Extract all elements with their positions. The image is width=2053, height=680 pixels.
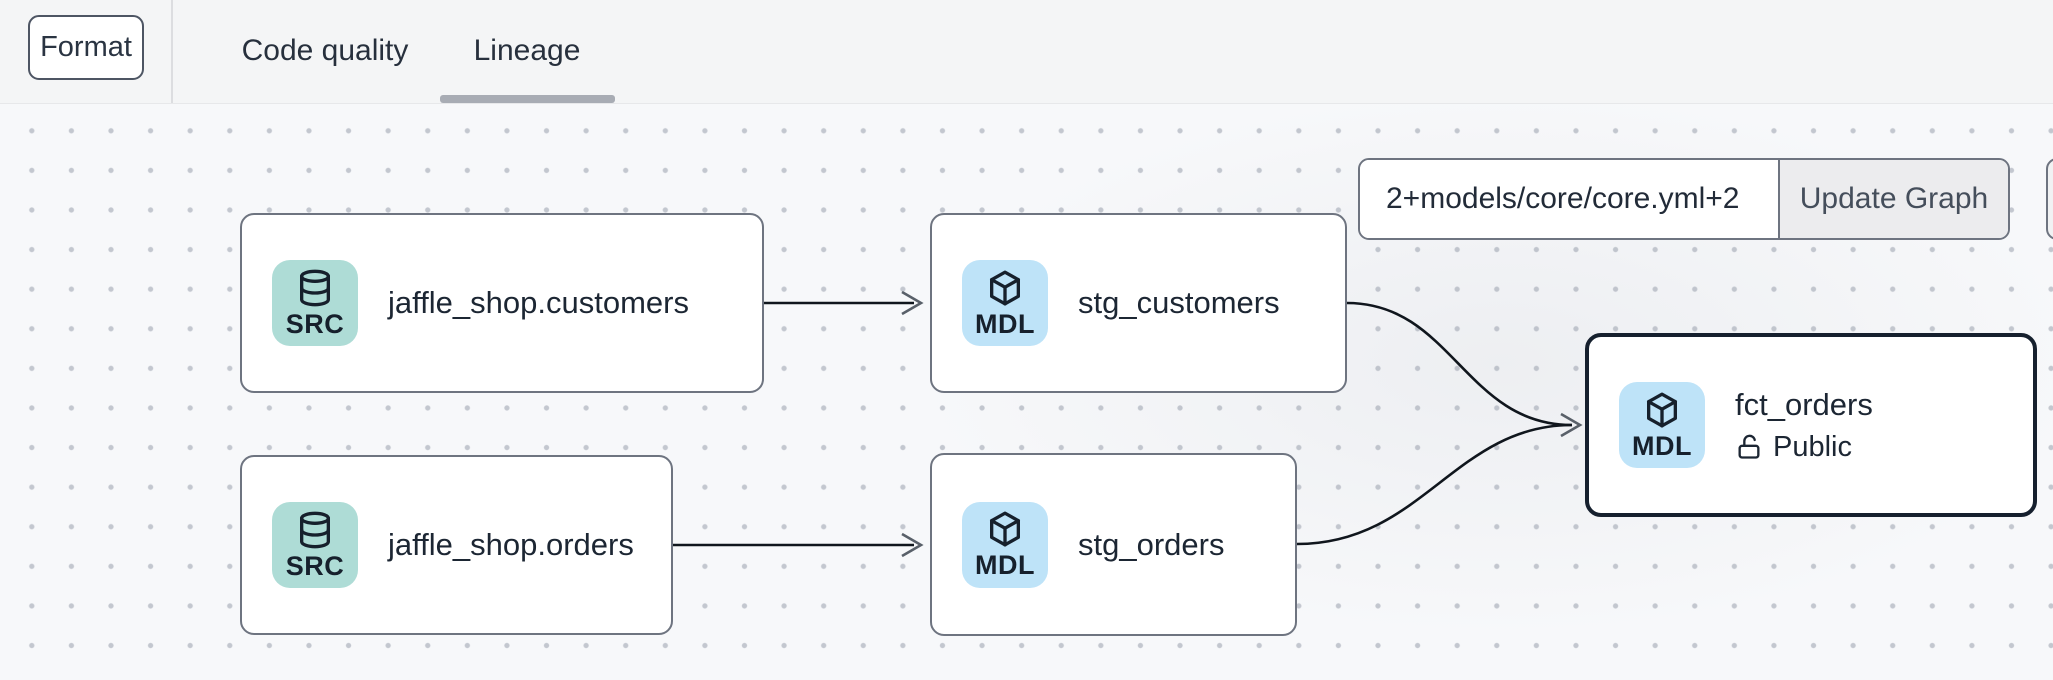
node-selector-input[interactable] [1360, 160, 1778, 238]
badge-label: MDL [1632, 430, 1692, 461]
badge-label: MDL [975, 308, 1035, 339]
badge-label: SRC [285, 550, 345, 581]
node-stg-customers[interactable]: MDL stg_customers [930, 213, 1347, 393]
database-icon [300, 269, 330, 307]
unlock-icon [1738, 434, 1760, 459]
access-label: Public [1773, 430, 1852, 463]
cube-icon [990, 511, 1020, 547]
clipped-right-button[interactable] [2046, 158, 2053, 240]
arrowhead-icon [901, 290, 924, 316]
edge-stg-customers-to-fct-orders [1346, 301, 1573, 427]
node-title: jaffle_shop.orders [388, 527, 634, 562]
cube-icon [1647, 392, 1677, 428]
format-button[interactable]: Format [28, 15, 144, 80]
active-tab-underline [440, 95, 615, 103]
lineage-edges [673, 290, 1583, 558]
model-badge: MDL [1619, 382, 1705, 468]
badge-label: SRC [285, 308, 345, 339]
lineage-controls: Update Graph [1358, 158, 2010, 240]
lineage-canvas[interactable]: SRC jaffle_shop.customers MDL stg_custom… [0, 103, 2053, 680]
tab-code-quality[interactable]: Code quality [241, 34, 409, 67]
tab-lineage[interactable]: Lineage [473, 34, 581, 67]
model-badge: MDL [962, 501, 1048, 588]
access-row: Public [1735, 431, 1873, 464]
node-title: fct_orders [1735, 386, 1873, 422]
model-badge: MDL [962, 260, 1048, 346]
database-icon [300, 511, 330, 549]
node-fct-orders[interactable]: MDL fct_orders Public [1585, 333, 2037, 517]
source-badge: SRC [272, 260, 358, 346]
node-title: stg_customers [1078, 285, 1280, 320]
cube-icon [990, 270, 1020, 306]
node-stg-orders[interactable]: MDL stg_orders [930, 453, 1297, 636]
node-jaffle-shop-orders[interactable]: SRC jaffle_shop.orders [240, 455, 673, 635]
node-title: jaffle_shop.customers [388, 285, 689, 320]
badge-label: MDL [975, 550, 1035, 581]
editor-toolbar: Format Code quality Lineage [0, 0, 2053, 104]
node-title: stg_orders [1078, 526, 1225, 562]
update-graph-button[interactable]: Update Graph [1778, 160, 2008, 238]
edge-stg-orders-to-fct-orders [1296, 423, 1573, 546]
toolbar-divider [171, 0, 173, 103]
arrowhead-icon [1560, 412, 1583, 438]
node-jaffle-shop-customers[interactable]: SRC jaffle_shop.customers [240, 213, 764, 393]
source-badge: SRC [272, 502, 358, 588]
arrowhead-icon [901, 532, 924, 558]
